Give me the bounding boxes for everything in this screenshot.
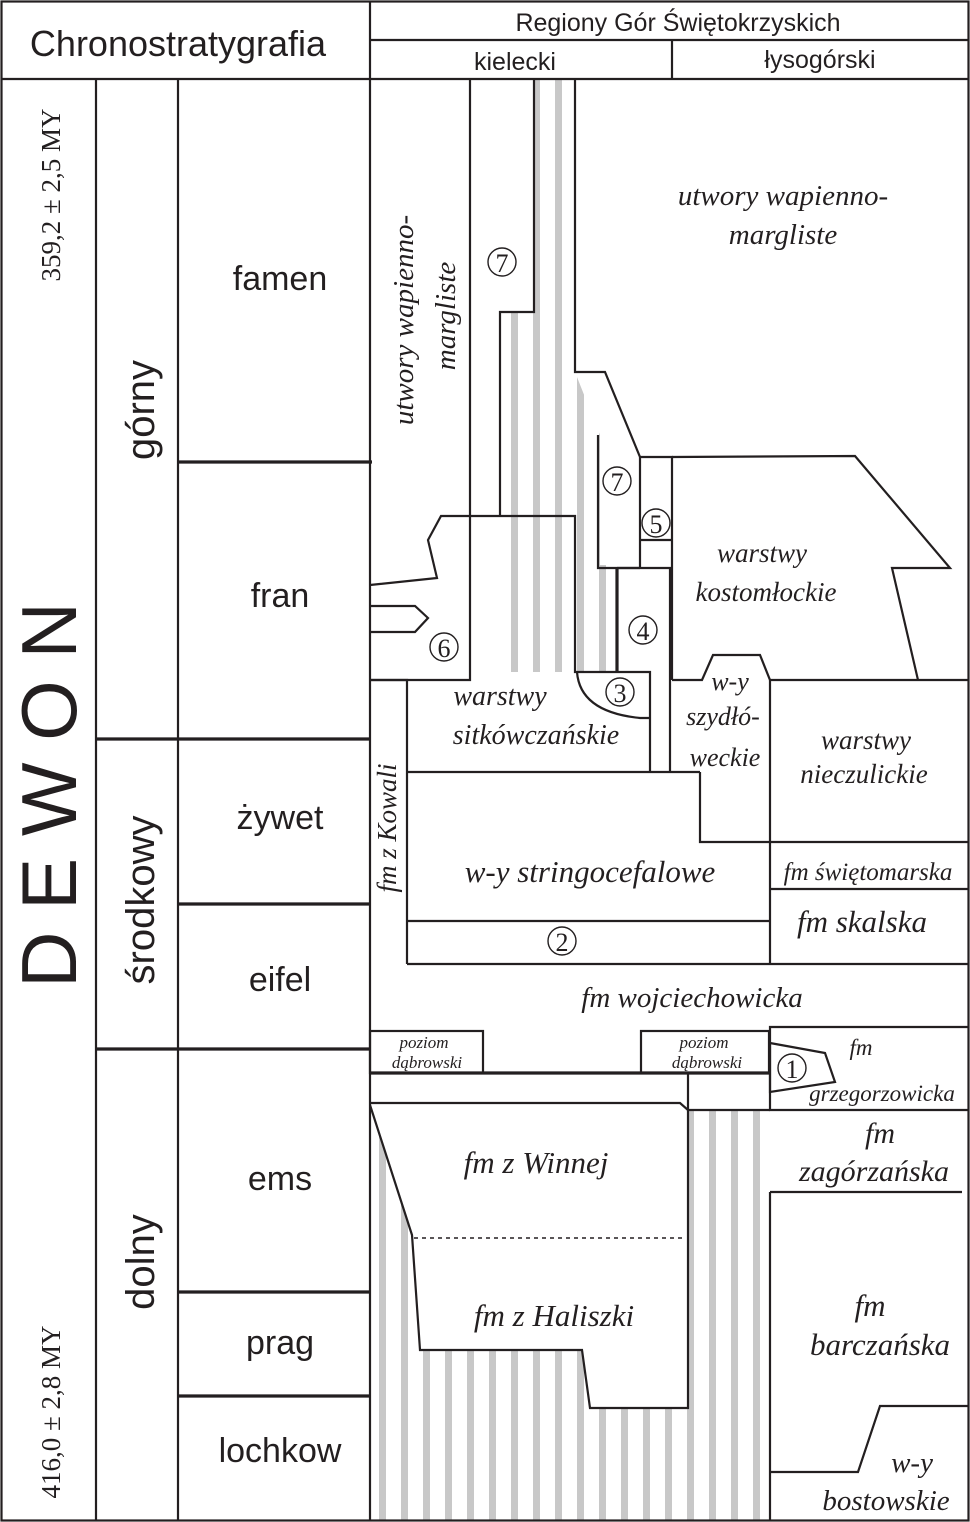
marker-7-top: 7 [487, 247, 517, 278]
kowali-right [370, 678, 409, 964]
unit-poz2-1: poziom [678, 1033, 728, 1052]
unit-wojc: fm wojciechowicka [581, 982, 802, 1014]
svg-text:7: 7 [611, 468, 624, 497]
unit-haliszki: fm z Haliszki [474, 1298, 634, 1333]
series-srodkowy: środkowy [119, 816, 163, 985]
unit-skalska: fm skalska [797, 904, 927, 939]
winnej-haliszki-outline [368, 1101, 690, 1410]
unit-grzeg-1: fm [850, 1035, 873, 1060]
col4-outline [617, 566, 672, 772]
unit-bost-1: w-y [891, 1447, 933, 1479]
lysogorski-header: łysogórski [764, 46, 875, 74]
stringo-top-right [698, 772, 770, 844]
unit-zagorz-2: zagórzańska [798, 1155, 949, 1188]
unit-barcz-2: barczańska [810, 1327, 950, 1362]
stage-fran: fran [251, 577, 310, 615]
stage-ems: ems [248, 1160, 312, 1198]
unit-barcz-1: fm [855, 1288, 886, 1323]
unit-poz1-2: dąbrowski [392, 1053, 462, 1072]
unit-winnej: fm z Winnej [464, 1145, 609, 1180]
col3-curve [575, 671, 650, 720]
bottom-age-label: 416,0 ± 2,8 MY [36, 1325, 66, 1498]
svg-text:5: 5 [650, 510, 663, 539]
kielecki-header: kielecki [474, 48, 556, 76]
unit-szyd-1: w-y [711, 667, 749, 696]
column-7-fill [472, 80, 534, 515]
marker-5: 5 [641, 508, 671, 539]
marker-4: 4 [628, 615, 658, 646]
unit-wap-kiel-2: margliste [430, 262, 462, 371]
unit-szyd-2: szydłó- [686, 702, 760, 731]
szyd-top [672, 653, 969, 682]
svg-text:6: 6 [438, 634, 451, 663]
stage-famen: famen [233, 260, 328, 298]
marker-6: 6 [429, 632, 459, 663]
grzeg-left [686, 1073, 770, 1112]
unit-wap-kiel-1: utwory wapienno- [388, 215, 420, 425]
stage-zywet: żywet [237, 799, 324, 837]
svg-text:1: 1 [786, 1055, 799, 1084]
unit-sitk-1: warstwy [453, 681, 547, 712]
unit-stringo: w-y stringocefalowe [465, 854, 716, 889]
unit-kostom-1: warstwy [717, 538, 807, 568]
grzeg-outline [768, 1025, 969, 1112]
unit-niecz-1: warstwy [821, 725, 911, 755]
stage-eifel: eifel [249, 961, 311, 999]
unit-bost-2: bostowskie [822, 1485, 949, 1517]
regions-header: Regiony Gór Świętokrzyskich [515, 7, 840, 37]
marker-1: 1 [777, 1053, 807, 1084]
series-dolny: dolny [119, 1214, 163, 1310]
svg-text:2: 2 [556, 928, 569, 957]
series-gorny: górny [119, 360, 163, 460]
stage-lochkow: lochkow [219, 1432, 342, 1470]
unit-sitk-2: sitkówczańskie [453, 720, 619, 751]
kostom-outline [671, 454, 953, 681]
sitk-outline [369, 514, 652, 772]
chrono-header: Chronostratygrafia [30, 23, 327, 64]
svg-text:7: 7 [496, 249, 509, 278]
unit-poz1-1: poziom [398, 1033, 448, 1052]
tongue-6 [370, 604, 430, 634]
unit-swieto: fm świętomarska [784, 859, 953, 886]
unit-poz2-2: dąbrowski [672, 1053, 742, 1072]
unit-zagorz-1: fm [865, 1117, 895, 1150]
col7-outline [498, 80, 536, 515]
stripe-right-edge [573, 80, 642, 458]
marker-3: 3 [605, 677, 635, 708]
system-label: D E W O N [5, 602, 93, 988]
unit-szyd-3: weckie [690, 743, 761, 772]
unit-wap-lys-2: margliste [729, 219, 838, 251]
top-age-label: 359,2 ± 2,5 MY [36, 108, 66, 281]
svg-text:3: 3 [614, 679, 627, 708]
unit-wap-lys-1: utwory wapienno- [678, 180, 888, 212]
marker-2: 2 [547, 926, 577, 957]
bost-top [770, 1404, 969, 1474]
stage-prag: prag [246, 1324, 314, 1362]
unit-kostom-2: kostomłockie [696, 577, 837, 607]
svg-text:4: 4 [637, 617, 650, 646]
hiatus-lower [370, 1105, 770, 1520]
unit-niecz-2: nieczulickie [800, 759, 927, 789]
unit-grzeg-2: grzegorzowicka [809, 1081, 955, 1106]
unit-kowali: fm z Kowali [372, 763, 402, 892]
marker-7-lower: 7 [602, 466, 632, 497]
